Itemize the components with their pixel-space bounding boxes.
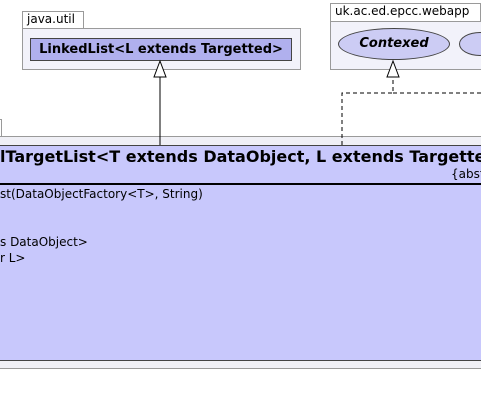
- realization-arrowhead-linkedlist: [153, 59, 167, 78]
- realization-line-contexed: [341, 77, 394, 145]
- contexed-interface[interactable]: Contexed: [338, 28, 450, 60]
- package-tab-webapp: uk.ac.ed.epcc.webapp: [330, 3, 481, 22]
- linkedlist-interface[interactable]: LinkedList<L extends Targetted>: [30, 38, 292, 61]
- class-title: lTargetList<T extends DataObject, L exte…: [0, 147, 481, 166]
- package-tab-java-util: java.util: [22, 11, 84, 29]
- interface-label: LinkedList<L extends Targetted>: [39, 42, 283, 57]
- type-parameter-member: s DataObject>: [0, 235, 88, 249]
- type-parameter-member: r L>: [0, 251, 26, 265]
- package-name: uk.ac.ed.epcc.webapp: [335, 4, 470, 18]
- target-list-class[interactable]: [0, 145, 481, 361]
- constructor-member: st(DataObjectFactory<T>, String): [0, 187, 203, 201]
- class-divider: [0, 183, 481, 185]
- realization-arrowhead-contexed: [386, 59, 400, 78]
- abstract-stereotype: {abst: [451, 167, 481, 181]
- package-name: java.util: [27, 12, 75, 26]
- interface-label: Contexed: [359, 36, 429, 51]
